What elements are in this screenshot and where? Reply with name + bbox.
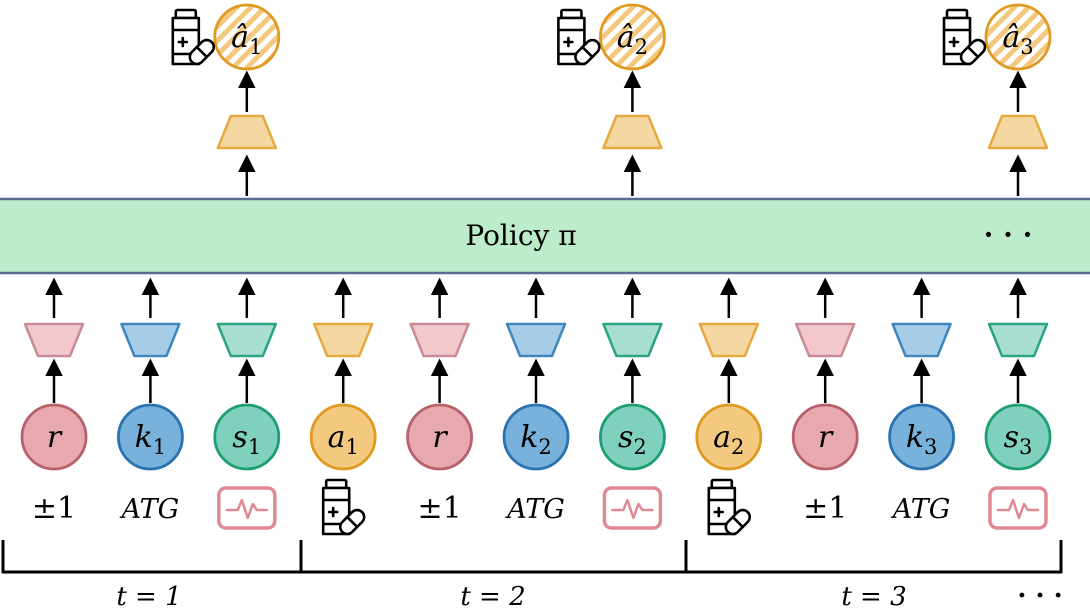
predicted-action-label: â3 <box>1002 20 1033 59</box>
prediction-ahat1: â1 <box>171 3 281 196</box>
decoder-trapezoid <box>216 114 278 150</box>
reward-value-label: ±1 <box>32 491 76 526</box>
timeline-ellipsis: · · · <box>1017 581 1062 608</box>
predicted-action-label: â1 <box>231 20 262 59</box>
token-circle <box>406 403 474 471</box>
reward-value-label: ±1 <box>803 491 847 526</box>
token-r3: r ±1 <box>791 277 859 526</box>
policy-block: Policy π · · · <box>0 197 1090 275</box>
token-circle <box>888 403 955 471</box>
token-circle <box>695 403 763 471</box>
token-circle <box>20 403 88 471</box>
atg-label: ATG <box>504 494 565 525</box>
reward-value-label: ±1 <box>417 491 461 526</box>
token-s1: s1 <box>213 277 281 530</box>
decoder-trapezoid <box>987 114 1049 150</box>
token-s2: s2 <box>599 277 666 530</box>
medicine-icon <box>557 8 601 66</box>
atg-label: ATG <box>119 494 180 525</box>
token-label: s3 <box>1004 420 1033 459</box>
prediction-ahat3: â3 <box>942 3 1052 196</box>
token-label: k2 <box>520 420 552 459</box>
token-r1: r ±1 <box>20 277 88 526</box>
encoder-trapezoid <box>505 322 567 358</box>
token-r2: r ±1 <box>406 277 474 526</box>
predicted-action-label: â2 <box>617 20 648 59</box>
token-circle <box>984 403 1052 471</box>
token-label: k3 <box>906 420 938 459</box>
predicted-actions: â1 â2 â3 <box>171 3 1052 196</box>
decoder-trapezoid <box>602 114 663 150</box>
token-label: a1 <box>328 420 359 459</box>
medicine-icon <box>171 8 216 66</box>
token-a2: a2 <box>695 277 763 536</box>
encoder-trapezoid <box>794 322 856 358</box>
timeline: t = 1 t = 2 t = 3 · · · <box>1 540 1063 608</box>
token-label: a2 <box>713 420 744 459</box>
policy-ellipsis: · · · <box>984 218 1033 251</box>
monitor-icon <box>217 486 277 530</box>
token-label: r <box>432 420 448 455</box>
encoder-trapezoid <box>602 322 663 358</box>
timeline-step-1: t = 1 <box>116 582 181 608</box>
token-label: s2 <box>618 420 647 459</box>
token-circle <box>213 403 281 471</box>
token-circle <box>502 403 570 471</box>
timeline-step-3: t = 3 <box>841 582 906 608</box>
atg-label: ATG <box>890 494 951 525</box>
token-circle <box>791 403 859 471</box>
token-circle <box>309 403 377 471</box>
encoder-trapezoid <box>312 322 374 358</box>
predicted-action-circle <box>599 3 666 71</box>
encoder-trapezoid <box>409 322 470 358</box>
token-label: k1 <box>135 420 167 459</box>
medicine-icon <box>321 478 366 536</box>
medicine-icon <box>942 8 987 66</box>
token-label: s1 <box>232 420 261 459</box>
token-s3: s3 <box>984 277 1052 530</box>
predicted-action-circle <box>984 3 1052 71</box>
timeline-step-2: t = 2 <box>460 582 525 608</box>
predicted-action-circle <box>213 3 281 71</box>
encoder-trapezoid <box>23 322 85 358</box>
token-label: r <box>47 420 63 455</box>
token-circle <box>116 403 184 471</box>
prediction-ahat2: â2 <box>557 3 666 196</box>
encoder-trapezoid <box>891 322 952 358</box>
encoder-trapezoid <box>120 322 181 358</box>
token-a1: a1 <box>309 277 377 536</box>
encoder-trapezoid <box>698 322 760 358</box>
encoder-trapezoid <box>987 322 1049 358</box>
token-label: r <box>818 420 834 455</box>
token-circle <box>599 403 666 471</box>
monitor-icon <box>602 486 663 530</box>
medicine-icon <box>707 478 752 536</box>
policy-label: Policy π <box>465 219 576 252</box>
encoder-trapezoid <box>216 322 278 358</box>
monitor-icon <box>988 486 1048 530</box>
